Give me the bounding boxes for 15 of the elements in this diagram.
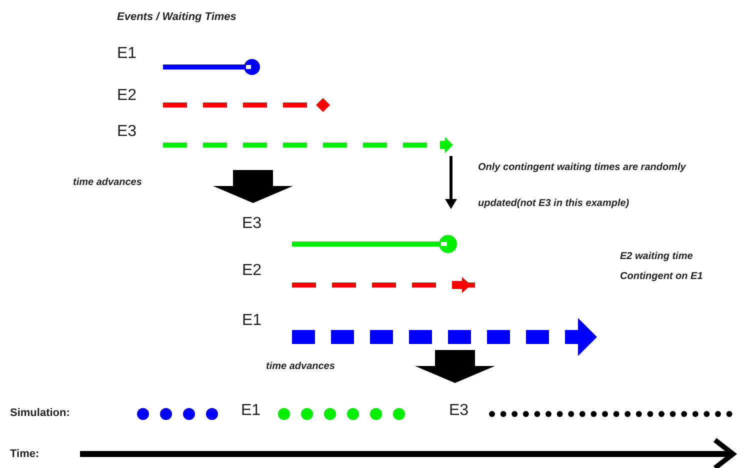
event-label: E3 [117,123,137,141]
step-note: time advances [73,177,142,188]
event-label: E3 [242,215,262,233]
event-label: E1 [242,312,262,330]
event-label: E2 [117,87,137,105]
event-label: E3 [449,402,469,420]
axis-label: Time: [10,448,40,460]
diagram-title: Events / Waiting Times [117,11,236,23]
step-note: time advances [266,361,335,372]
event-label: E1 [241,402,261,420]
contingency-note: E2 waiting time Contingent on E1 [620,250,704,284]
event-label: E2 [242,262,262,280]
axis-label: Simulation: [10,407,70,419]
event-label: E1 [117,45,137,63]
update-note: Only contingent waiting times are randomly updated(not E3 in this example) [478,161,687,211]
